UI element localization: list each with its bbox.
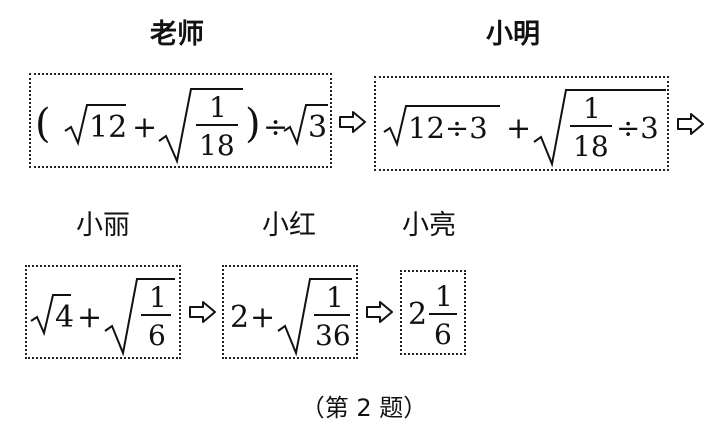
xiaoming-expression: 12÷3 + 1 18 ÷3 <box>383 89 666 168</box>
teacher-expression: ( 12 + 1 18 ) ÷ 3 <box>35 88 328 165</box>
xiaohong-label: 小红 <box>262 210 316 241</box>
fraction-numerator: 1 <box>209 91 227 124</box>
hollow-right-arrow-icon <box>677 113 704 135</box>
whole-number: 2 <box>230 300 249 335</box>
fraction-denominator: 36 <box>315 319 351 352</box>
radical-sign <box>30 294 71 337</box>
radical-sign <box>277 278 352 357</box>
radical-sign <box>104 278 175 357</box>
xiaoliang-expression-box: 2 1 6 <box>400 270 466 355</box>
xiaoming-label: 小明 <box>486 19 540 50</box>
radical-sign <box>64 104 126 147</box>
xiaoming-expression-box: 12÷3 + 1 18 ÷3 <box>374 76 669 171</box>
fraction-numerator: 1 <box>326 281 344 314</box>
radical-sign <box>158 88 243 165</box>
close-paren: ) <box>245 101 261 147</box>
hollow-right-arrow-icon <box>189 301 216 323</box>
xiaoliang-expression: 2 1 6 <box>408 280 457 351</box>
teacher-expression-box: ( 12 + 1 18 ) ÷ 3 <box>29 73 332 168</box>
fraction-numerator: 1 <box>435 280 453 313</box>
radical-sign <box>533 89 666 168</box>
open-paren: ( <box>35 101 51 147</box>
xiaoliang-label: 小亮 <box>402 210 456 241</box>
fraction-denominator: 6 <box>434 318 452 351</box>
xiaohong-expression: 2 + 1 36 <box>230 278 352 357</box>
hollow-right-arrow-icon <box>339 111 366 133</box>
xiaohong-expression-box: 2 + 1 36 <box>222 265 358 359</box>
fraction-denominator: 18 <box>573 130 609 163</box>
xiaoli-expression: 4 + 1 6 <box>30 278 175 357</box>
radical-sign <box>283 104 328 147</box>
xiaoli-label: 小丽 <box>76 210 130 241</box>
hollow-right-arrow-icon <box>366 301 393 323</box>
plus-sign: + <box>506 111 531 146</box>
xiaoli-expression-box: 4 + 1 6 <box>25 265 181 359</box>
radical-sign <box>383 105 500 148</box>
divide-sign: ÷ <box>263 110 288 145</box>
radicand: 12÷3 <box>408 111 488 145</box>
plus-sign: + <box>250 300 275 335</box>
fraction-denominator: 6 <box>148 319 166 352</box>
plus-sign: + <box>132 110 157 145</box>
radicand: 3 <box>308 110 327 145</box>
radicand: 12 <box>89 110 127 145</box>
figure-caption: （第 2 题） <box>300 394 428 422</box>
fraction-numerator: 1 <box>583 92 601 125</box>
fraction-denominator: 18 <box>199 129 235 162</box>
fraction-numerator: 1 <box>149 281 167 314</box>
radicand: 4 <box>55 300 74 335</box>
teacher-label: 老师 <box>150 19 204 50</box>
plus-sign: + <box>77 300 102 335</box>
whole-number: 2 <box>408 297 427 332</box>
divide-term: ÷3 <box>616 111 659 145</box>
